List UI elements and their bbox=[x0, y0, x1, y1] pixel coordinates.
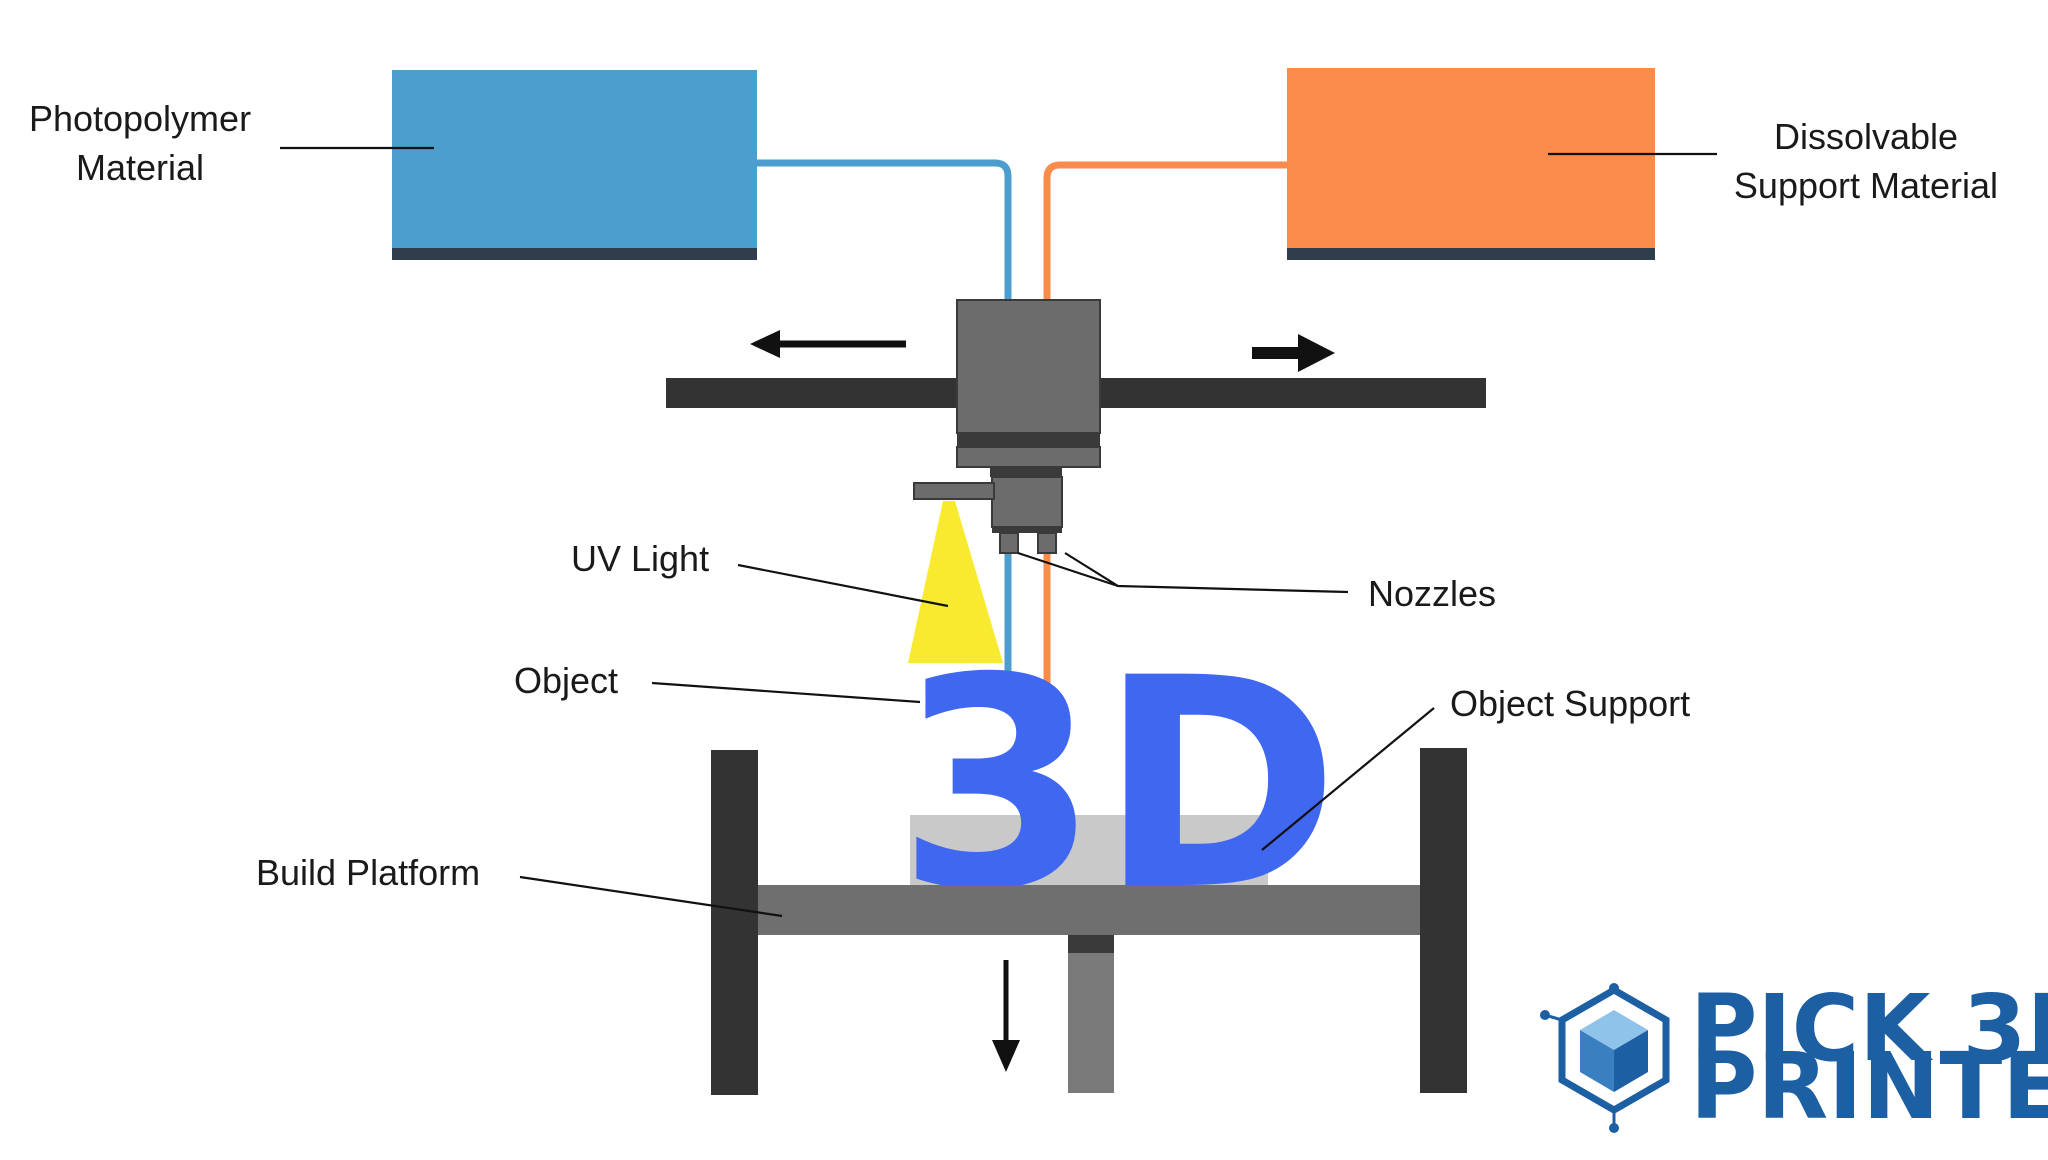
platform-piston-cap bbox=[1068, 935, 1114, 953]
label-build-platform: Build Platform bbox=[256, 852, 480, 893]
print-head bbox=[913, 299, 1101, 533]
leader-nozzles bbox=[1064, 552, 1349, 594]
logo-text-line2: PRINTER bbox=[1690, 1033, 2048, 1140]
leader-nozzles-2 bbox=[1017, 551, 1119, 588]
frame-post-left bbox=[711, 750, 758, 1095]
label-object: Object bbox=[514, 660, 618, 701]
platform-piston bbox=[1068, 953, 1114, 1093]
label-nozzles: Nozzles bbox=[1368, 573, 1496, 614]
photopolymer-tank bbox=[392, 70, 757, 260]
label-object-support: Object Support bbox=[1450, 683, 1690, 724]
label-dissolvable: Dissolvable bbox=[1774, 116, 1958, 157]
leader-build-platform bbox=[519, 875, 783, 918]
leader-object-support bbox=[1261, 707, 1435, 851]
arrow-right-icon bbox=[1252, 334, 1335, 372]
leader-object bbox=[651, 681, 921, 704]
arrow-down-icon bbox=[992, 960, 1020, 1072]
photopolymer-feed-line bbox=[757, 159, 1012, 680]
arrow-left-icon bbox=[750, 330, 906, 358]
frame-post-right bbox=[1420, 748, 1467, 1093]
label-photopolymer: Photopolymer bbox=[29, 98, 251, 139]
nozzles bbox=[999, 532, 1057, 554]
label-support-material: Support Material bbox=[1734, 165, 1998, 206]
uv-light-beam bbox=[908, 501, 1003, 663]
label-uv-light: UV Light bbox=[571, 538, 709, 579]
leader-uv-light bbox=[737, 563, 949, 608]
label-photopolymer-material: Material bbox=[76, 147, 204, 188]
cube-logo-icon bbox=[1540, 983, 1670, 1133]
object-support bbox=[910, 815, 1268, 890]
support-feed-line bbox=[1043, 161, 1287, 690]
logo-text-line1: PICK 3D bbox=[1690, 975, 2048, 1082]
build-platform bbox=[758, 885, 1420, 935]
support-material-tank bbox=[1287, 68, 1655, 260]
